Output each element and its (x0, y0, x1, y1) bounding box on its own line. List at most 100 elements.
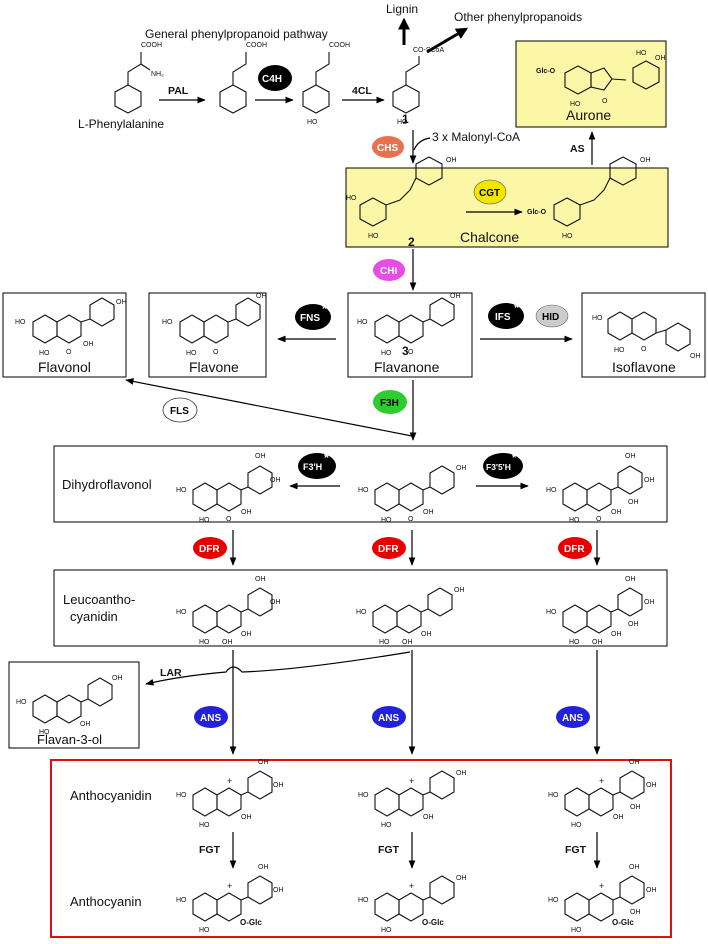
svg-text:+: + (599, 776, 604, 786)
svg-text:HO: HO (562, 233, 573, 240)
svg-text:HO: HO (358, 897, 369, 904)
leucoanthocyanidin-box (53, 569, 668, 647)
svg-text:OH: OH (256, 293, 267, 300)
svg-text:Glc-O: Glc-O (536, 68, 556, 75)
svg-text:HO: HO (176, 897, 187, 904)
svg-text:OH: OH (258, 759, 269, 766)
c4h-enzyme: C4H * (258, 61, 292, 91)
svg-text:OH: OH (592, 639, 603, 646)
svg-text:HO: HO (381, 822, 392, 829)
dihydroflavonol-label: Dihydroflavonol (62, 477, 152, 492)
svg-text:COOH: COOH (141, 42, 162, 49)
svg-text:COOH: COOH (246, 42, 267, 49)
svg-text:HO: HO (358, 792, 369, 799)
fls-enzyme: FLS (162, 397, 198, 423)
chalcone-box (345, 167, 669, 248)
dfr-enzyme-left: DFR (193, 537, 227, 559)
svg-text:O-Glc: O-Glc (612, 918, 634, 927)
malonyl-coa-label: 3 x Malonyl-CoA (432, 130, 520, 144)
svg-text:OH: OH (629, 864, 640, 871)
svg-text:NH₂: NH₂ (151, 71, 164, 78)
as-label: AS (570, 143, 585, 155)
svg-text:DFR: DFR (378, 544, 399, 555)
compound-number-3: 3 (402, 344, 409, 358)
svg-text:HO: HO (571, 927, 582, 934)
svg-text:OH: OH (629, 759, 640, 766)
svg-text:HO: HO (546, 609, 557, 616)
compound-number-1: 1 (402, 112, 409, 126)
svg-text:OH: OH (628, 499, 639, 506)
svg-text:Glc-O: Glc-O (527, 209, 547, 216)
dihydroflavonol-left-structure: HO OH OH HO O OH (176, 453, 281, 524)
svg-text:HO: HO (199, 517, 210, 524)
svg-text:HO: HO (16, 699, 27, 706)
svg-text:HO: HO (357, 319, 368, 326)
svg-text:OH: OH (640, 157, 651, 164)
svg-text:HO: HO (381, 927, 392, 934)
svg-text:HO: HO (546, 487, 557, 494)
svg-text:F3'5'H: F3'5'H (486, 462, 511, 472)
svg-text:OH: OH (644, 599, 655, 606)
p-coumaric-acid-structure: COOH HO (302, 42, 350, 126)
flavone-label: Flavone (189, 359, 239, 375)
flavone-structure: HO OH HO O Flavone (162, 293, 267, 375)
svg-text:+: + (227, 881, 232, 891)
svg-text:O: O (596, 516, 602, 523)
svg-text:HO: HO (15, 319, 26, 326)
fgt-label-right: FGT (565, 844, 587, 856)
l-phenylalanine-label: L-Phenylalanine (78, 117, 164, 131)
fgt-label-mid: FGT (378, 844, 400, 856)
svg-text:IFS: IFS (495, 312, 511, 323)
svg-text:HO: HO (569, 639, 580, 646)
dihydroflavonol-mid-structure: HO OH HO O OH (358, 465, 467, 524)
svg-text:+: + (599, 881, 604, 891)
svg-text:OH: OH (116, 299, 127, 306)
svg-text:HO: HO (199, 639, 210, 646)
isoflavone-box (581, 292, 706, 378)
svg-text:OH: OH (423, 509, 434, 516)
svg-text:OH: OH (241, 631, 252, 638)
isoflavone-label: Isoflavone (612, 359, 676, 375)
anthocyanin-frame (50, 759, 672, 938)
svg-text:OH: OH (456, 875, 467, 882)
svg-text:HO: HO (379, 639, 390, 646)
svg-text:O: O (226, 516, 232, 523)
flavan3ol-structure: HO OH HO OH Flavan-3-ol (16, 675, 123, 747)
pathway-header: General phenylpropanoid pathway (145, 27, 328, 41)
flavanone-structure: HO OH HO O Flavanone (357, 293, 461, 375)
svg-text:O: O (213, 349, 219, 356)
svg-text:FLS: FLS (170, 406, 189, 417)
fgt-label-left: FGT (199, 844, 221, 856)
ans-enzyme-mid: ANS (372, 706, 406, 728)
lar-label: LAR (160, 667, 182, 679)
anthocyanidin-label: Anthocyanidin (70, 788, 152, 803)
svg-text:HO: HO (176, 487, 187, 494)
dihydroflavonol-box (53, 445, 668, 523)
f35h-enzyme: F3'5'H * (483, 452, 523, 479)
svg-text:O: O (408, 516, 414, 523)
svg-text:*: * (512, 452, 517, 464)
svg-text:DFR: DFR (564, 544, 585, 555)
4cl-label: 4CL (352, 85, 372, 97)
dihydroflavonol-right-structure: HO OH OH OH HO O OH (546, 453, 655, 524)
svg-text:*: * (286, 61, 292, 76)
svg-text:HO: HO (346, 195, 357, 202)
svg-text:HO: HO (592, 315, 603, 322)
compound-number-2: 2 (408, 235, 415, 249)
anthocyanidin-mid-structure: + HO OH OH HO (358, 770, 467, 829)
leucoanthocyanidin-label-1: Leucoantho- (63, 592, 135, 607)
svg-text:OH: OH (421, 631, 432, 638)
cinnamic-acid-structure: COOH (219, 42, 267, 114)
l-phenylalanine-structure: COOH NH₂ (114, 42, 164, 114)
svg-text:HO: HO (569, 517, 580, 524)
svg-text:DFR: DFR (199, 544, 220, 555)
hid-enzyme: HID (535, 304, 569, 328)
anthocyanin-label: Anthocyanin (70, 894, 142, 909)
svg-text:HO: HO (186, 350, 197, 357)
f3h-enzyme: F3H (373, 390, 407, 414)
svg-text:OH: OH (446, 157, 457, 164)
anthocyanidin-left-structure: + HO OH OH OH HO (176, 759, 284, 829)
chi-enzyme: CHI (373, 259, 405, 281)
svg-text:OH: OH (644, 477, 655, 484)
